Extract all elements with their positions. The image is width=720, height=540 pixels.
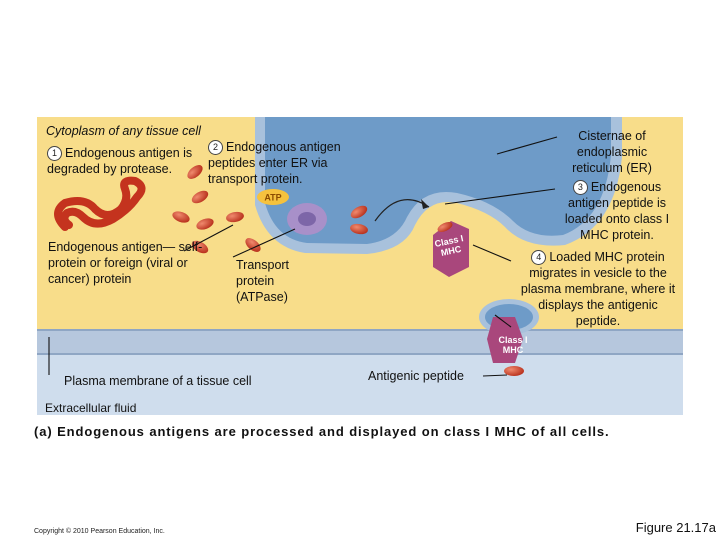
leader-lines	[48, 136, 558, 377]
figure-number: Figure 21.17a	[635, 520, 716, 535]
class1-mhc-membrane-label: Class I MHC	[498, 335, 528, 355]
cytoplasm-label: Cytoplasm of any tissue cell	[46, 124, 201, 138]
endogenous-antigen-protein	[54, 176, 146, 231]
step4-number: 4	[531, 250, 547, 265]
er-lumen	[265, 117, 611, 244]
antigenic-peptide-label: Antigenic peptide	[368, 369, 464, 383]
class1-mhc-membrane	[487, 317, 524, 376]
copyright: Copyright © 2010 Pearson Education, Inc.	[34, 528, 165, 535]
class1-mhc-er	[433, 221, 469, 277]
cisternae-label: Cisternae of endoplasmic reticulum (ER)	[572, 129, 652, 175]
step3-text: Endogenous antigen peptide is loaded ont…	[564, 180, 670, 242]
transport-protein-label: Transport protein (ATPase)	[236, 258, 290, 304]
step2-text: Endogenous antigen peptides enter ER via…	[208, 140, 341, 186]
step1-text: Endogenous antigen is degraded by protea…	[47, 146, 193, 176]
atp-marker	[257, 189, 289, 205]
antigen-processing-diagram: ATP	[37, 117, 683, 415]
step1-number: 1	[47, 146, 62, 161]
plasma-membrane	[37, 329, 683, 355]
step4-text: Loaded MHC protein migrates in vesicle t…	[520, 250, 676, 328]
step3-number: 3	[572, 180, 588, 195]
atp-label: ATP	[264, 193, 281, 203]
step2-number: 2	[208, 140, 223, 155]
self-protein-label: Endogenous antigen— self-protein or fore…	[48, 240, 203, 286]
figure-caption: (a) Endogenous antigens are processed an…	[34, 424, 610, 439]
transport-protein	[287, 203, 327, 235]
plasma-membrane-label: Plasma membrane of a tissue cell	[64, 374, 252, 388]
peptide-fragments	[172, 165, 261, 254]
er-peptides	[350, 205, 368, 235]
extracellular-label: Extracellular fluid	[45, 401, 137, 415]
